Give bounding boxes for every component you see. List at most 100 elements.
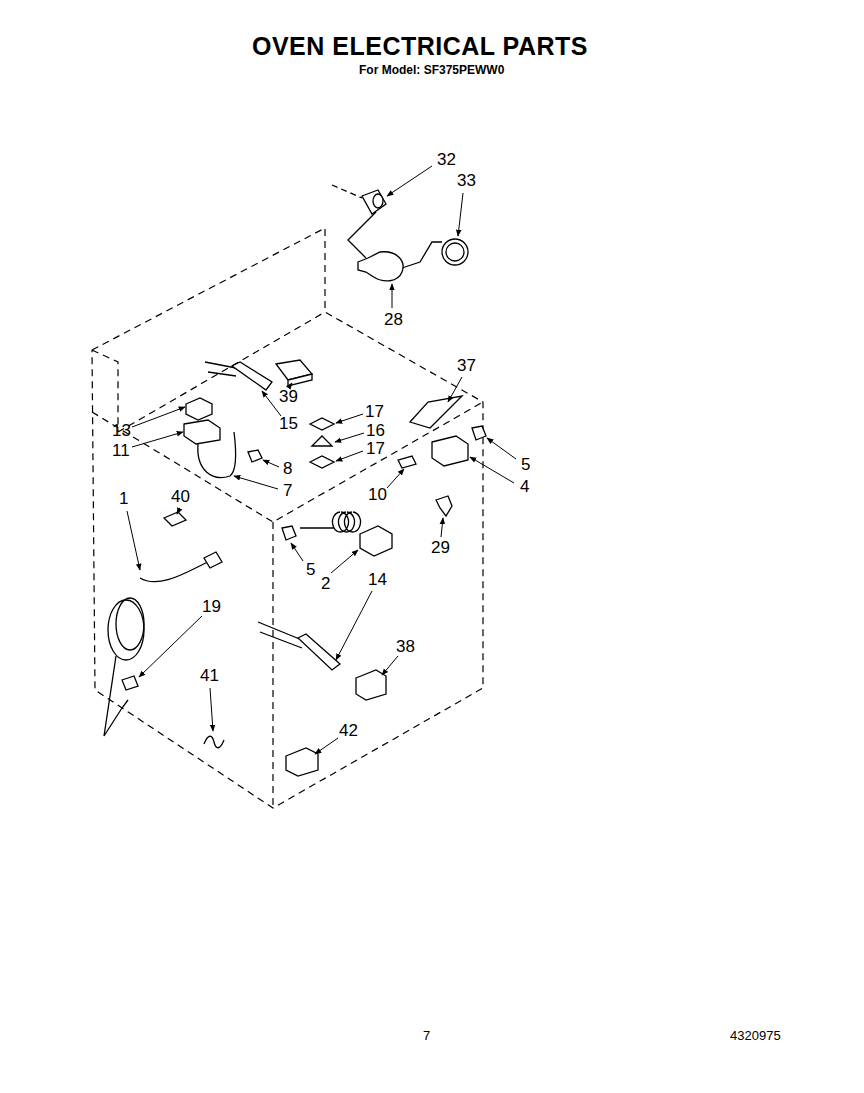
model-subtitle: For Model: SF375PEWW0: [359, 64, 504, 77]
capillary: [300, 512, 361, 532]
callout-number: 2: [321, 575, 330, 594]
leader-line: [387, 166, 432, 196]
cabinet-edge: [118, 312, 325, 432]
leader-line: [441, 518, 443, 537]
leader-line: [315, 738, 338, 754]
leader-line: [177, 508, 180, 514]
cabinet-outline: [92, 228, 483, 808]
leader-line: [331, 550, 358, 573]
callout-number: 15: [279, 415, 298, 434]
leader-line: [132, 407, 185, 427]
connector: [398, 456, 416, 468]
shield-plate: [410, 396, 462, 428]
callout-number: 11: [112, 442, 130, 461]
plug: [204, 552, 222, 568]
power-cord: [116, 598, 144, 650]
callout-number: 5: [521, 456, 530, 475]
parts: [104, 185, 486, 776]
relay: [356, 670, 386, 700]
callout-number: 17: [365, 403, 384, 422]
callout-number: 28: [384, 311, 403, 330]
wire: [332, 185, 362, 198]
cabinet-edge: [272, 522, 273, 808]
leader-line: [210, 688, 213, 731]
selector-switch: [432, 436, 468, 466]
leader-line: [263, 460, 279, 467]
heating-element: [232, 362, 272, 390]
leader-line: [336, 451, 363, 461]
leader-line: [289, 383, 292, 387]
leader-line: [382, 656, 398, 675]
footer-text: 7: [423, 1029, 430, 1043]
callout-number: 14: [368, 571, 387, 590]
callout-number: 8: [283, 460, 292, 479]
callout-number: 17: [366, 440, 385, 459]
terminal: [282, 526, 296, 540]
wire: [402, 242, 442, 268]
light-bulb: [358, 252, 403, 281]
leader-line: [392, 284, 393, 308]
callout-number: 5: [306, 561, 315, 580]
callout-number: 32: [437, 151, 456, 170]
sensor: [436, 496, 452, 516]
callout-number: 38: [396, 638, 415, 657]
footer-text: 4320975: [730, 1029, 781, 1043]
insulator-pad: [310, 456, 334, 468]
cabinet-edge: [92, 228, 483, 808]
power-cord: [108, 600, 144, 660]
latch-switch: [286, 748, 318, 776]
title: OVEN ELECTRICAL PARTS: [252, 33, 588, 61]
callout-number: 33: [457, 172, 476, 191]
leader-line: [234, 476, 278, 489]
spring-clip: [204, 736, 224, 748]
leader-line: [291, 543, 303, 561]
leader-line: [262, 391, 281, 416]
leader-line: [387, 469, 404, 488]
heating-element: [298, 634, 340, 670]
leader-line: [132, 432, 183, 447]
leader-line: [470, 457, 514, 483]
thermal-fuse: [312, 436, 332, 446]
leader-line: [336, 591, 372, 660]
callout-number: 7: [283, 482, 292, 501]
callout-number: 19: [202, 598, 221, 617]
cord-clip: [164, 512, 186, 526]
leader-lines: [127, 166, 516, 754]
callout-number: 1: [119, 490, 128, 509]
callout-number: 40: [171, 488, 190, 507]
leader-line: [336, 414, 363, 423]
wire: [198, 432, 236, 478]
callout-number: 39: [279, 388, 298, 407]
connector: [122, 676, 138, 690]
leader-line: [448, 377, 462, 402]
switch: [184, 420, 220, 444]
lamp-socket: [362, 190, 386, 214]
insulator-pad: [310, 418, 334, 430]
terminal-block: [288, 374, 312, 386]
callout-number: 4: [520, 478, 529, 497]
callout-number: 41: [200, 667, 219, 686]
power-cord: [104, 562, 208, 736]
bracket: [186, 398, 212, 420]
leader-line: [139, 616, 202, 677]
lamp-socket: [373, 194, 383, 208]
callout-number: 13: [112, 422, 131, 441]
light-lens: [442, 239, 468, 265]
terminal-clip: [248, 450, 262, 462]
wire: [348, 212, 376, 258]
callout-number: 42: [339, 722, 358, 741]
wire: [258, 622, 302, 648]
light-lens: [446, 243, 464, 261]
callout-number: 37: [457, 357, 476, 376]
callout-number: 10: [368, 486, 387, 505]
callout-number: 29: [431, 539, 450, 558]
thermostat: [360, 526, 392, 556]
leader-line: [127, 511, 140, 570]
leader-line: [487, 438, 516, 459]
leader-line: [335, 433, 364, 442]
wire: [205, 362, 236, 376]
leader-line: [458, 193, 463, 236]
callout-number: 16: [366, 422, 385, 441]
terminal: [472, 426, 486, 440]
